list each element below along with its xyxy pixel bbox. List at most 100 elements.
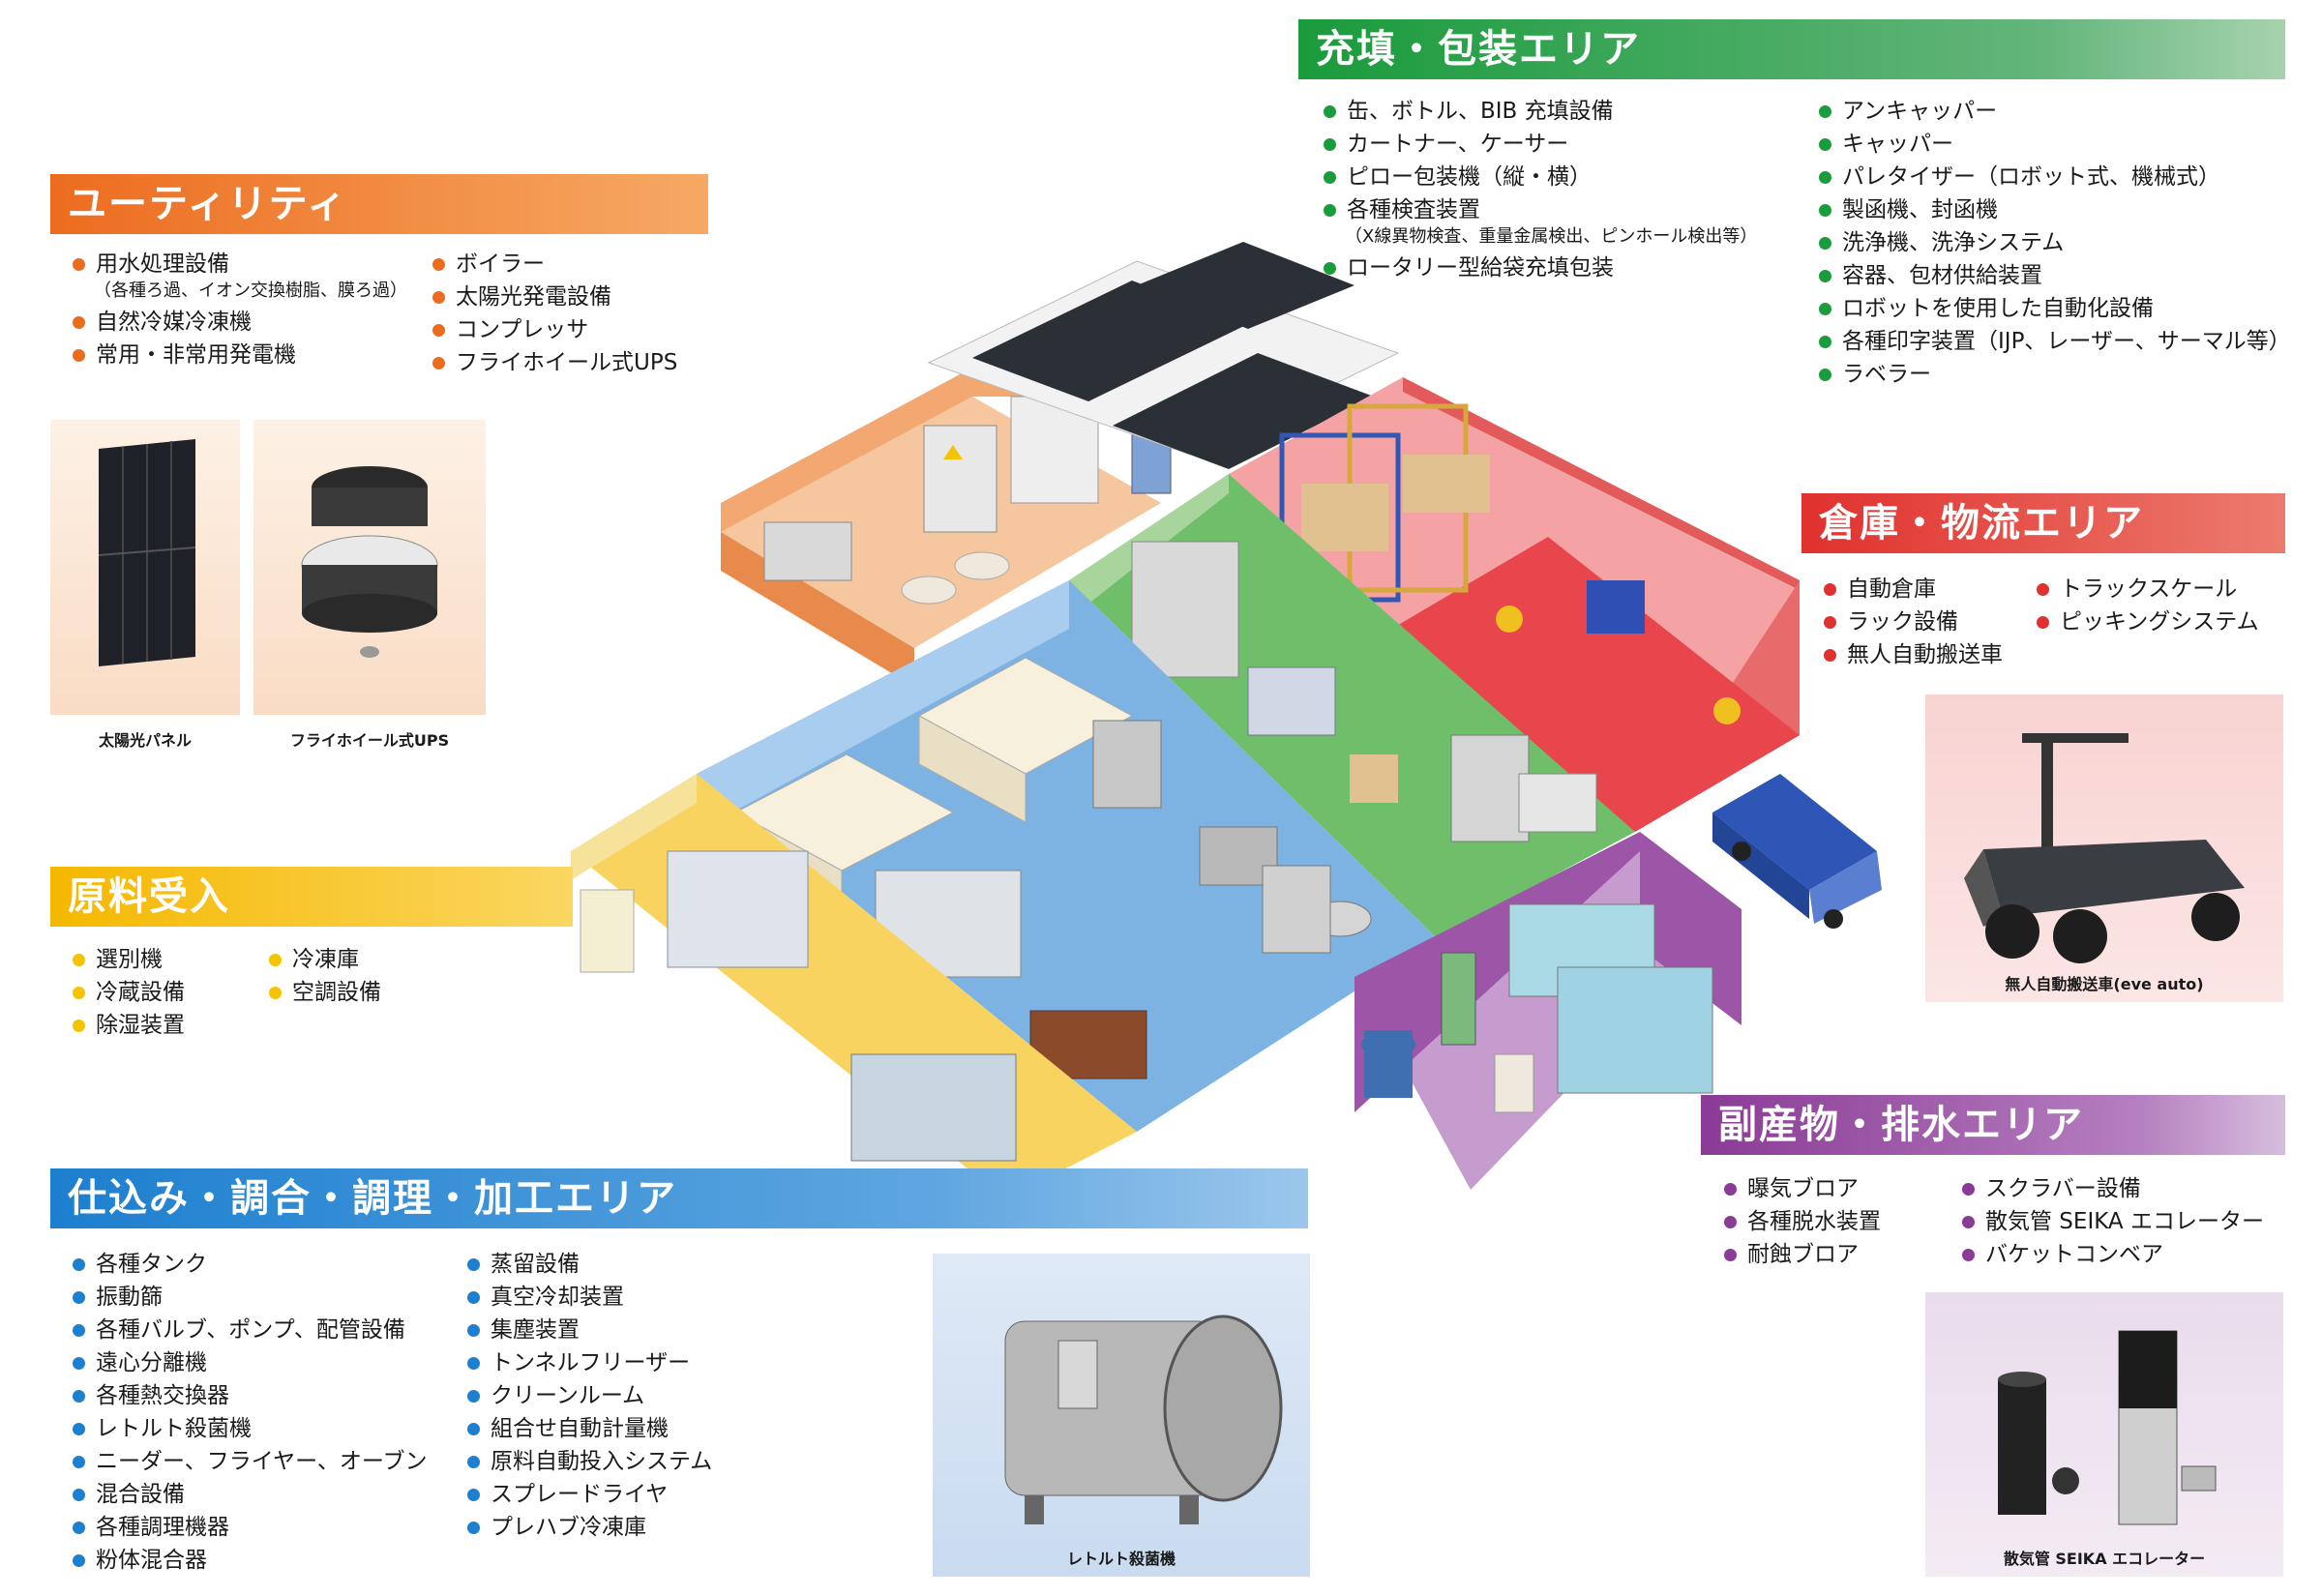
utility-room	[721, 368, 1238, 687]
list-item: コンプレッサ	[432, 313, 677, 346]
list-item: 真空冷却装置	[467, 1281, 712, 1314]
list-item: 常用・非常用発電機	[73, 339, 407, 371]
list-item: 除湿装置	[73, 1009, 185, 1042]
list-item: 冷蔵設備	[73, 976, 185, 1009]
agv-caption: 無人自動搬送車(eve auto)	[2005, 975, 2204, 993]
raw-header: 原料受入	[50, 867, 573, 927]
list-item: 集塵装置	[467, 1314, 712, 1346]
list-item: スプレードライヤ	[467, 1478, 712, 1511]
process-title: 仕込み・調合・調理・加工エリア	[68, 1176, 677, 1221]
list-item: キャッパー	[1819, 128, 2291, 161]
warehouse-floor	[1229, 377, 1800, 832]
list-item: ラベラー	[1819, 358, 2291, 391]
list-item: 各種熱交換器	[73, 1379, 427, 1412]
list-item: 各種調理機器	[73, 1511, 427, 1544]
list-item: 各種タンク	[73, 1248, 427, 1281]
list-item: フライホイール式UPS	[432, 346, 677, 379]
solar-roof	[927, 242, 1400, 469]
process-header: 仕込み・調合・調理・加工エリア	[50, 1168, 1308, 1228]
list-item: 製函機、封函機	[1819, 193, 2291, 226]
list-item-note: （各種ろ過、イオン交換樹脂、膜ろ過）	[94, 281, 407, 301]
filling-list-right: アンキャッパー キャッパー パレタイザー（ロボット式、機械式） 製函機、封函機 …	[1819, 95, 2291, 391]
solar-panel-caption: 太陽光パネル	[98, 731, 192, 750]
raw-list-right: 冷凍庫 空調設備	[269, 943, 381, 1009]
list-item: クリーンルーム	[467, 1379, 712, 1412]
list-item: 組合せ自動計量機	[467, 1412, 712, 1445]
list-item: 蒸留設備	[467, 1248, 712, 1281]
list-item: プレハブ冷凍庫	[467, 1511, 712, 1544]
list-item: トラックスケール	[2037, 573, 2259, 606]
solar-panel-photo	[50, 420, 240, 715]
process-list-right: 蒸留設備 真空冷却装置 集塵装置 トンネルフリーザー クリーンルーム 組合せ自動…	[467, 1248, 712, 1544]
waste-list-left: 曝気ブロア 各種脱水装置 耐蝕ブロア	[1724, 1172, 1881, 1271]
list-item: 太陽光発電設備	[432, 281, 677, 313]
list-item: ピロー包装機（縦・横）	[1324, 161, 1757, 193]
filling-header: 充填・包装エリア	[1298, 19, 2285, 79]
list-item: カートナー、ケーサー	[1324, 128, 1757, 161]
retort-caption: レトルト殺菌機	[1066, 1550, 1176, 1568]
filling-list-left: 缶、ボトル、BIB 充填設備 カートナー、ケーサー ピロー包装機（縦・横） 各種…	[1324, 95, 1757, 284]
list-item: ロータリー型給袋充填包装	[1324, 251, 1757, 284]
list-item-note: （X線異物検査、重量金属検出、ピンホール検出等）	[1345, 226, 1758, 247]
waste-header: 副産物・排水エリア	[1701, 1095, 2285, 1155]
list-item: ラック設備	[1824, 606, 2003, 638]
list-item: パレタイザー（ロボット式、機械式）	[1819, 161, 2291, 193]
solar-panel-image	[98, 439, 196, 666]
raw-title: 原料受入	[68, 874, 230, 919]
raw-list-left: 選別機 冷蔵設備 除湿装置	[73, 943, 185, 1042]
list-item: 耐蝕ブロア	[1724, 1238, 1881, 1271]
process-floor	[697, 580, 1437, 1132]
list-item: ピッキングシステム	[2037, 606, 2259, 638]
list-item: 洗浄機、洗浄システム	[1819, 226, 2291, 259]
list-item: 用水処理設備（各種ろ過、イオン交換樹脂、膜ろ過）	[73, 248, 407, 302]
raw-floor	[571, 774, 1137, 1199]
list-item: 選別機	[73, 943, 185, 976]
list-item: 缶、ボトル、BIB 充填設備	[1324, 95, 1757, 128]
list-item: 原料自動投入システム	[467, 1445, 712, 1478]
list-item: スクラバー設備	[1962, 1172, 2264, 1205]
agv-photo	[1925, 695, 2283, 1002]
seika-image	[1998, 1330, 2217, 1525]
seika-caption: 散気管 SEIKA エコレーター	[2003, 1550, 2206, 1568]
filling-title: 充填・包装エリア	[1316, 27, 1641, 72]
flywheel-ups-photo	[253, 420, 486, 715]
list-item: 曝気ブロア	[1724, 1172, 1881, 1205]
list-item: 散気管 SEIKA エコレーター	[1962, 1205, 2264, 1238]
list-item: バケットコンベア	[1962, 1238, 2264, 1271]
list-item: 無人自動搬送車	[1824, 638, 2003, 671]
list-item: ロボットを使用した自動化設備	[1819, 292, 2291, 325]
list-item: 各種バルブ、ポンプ、配管設備	[73, 1314, 427, 1346]
seika-photo	[1925, 1292, 2283, 1577]
retort-photo	[933, 1254, 1310, 1577]
utility-title: ユーティリティ	[68, 182, 348, 226]
utility-list-left: 用水処理設備（各種ろ過、イオン交換樹脂、膜ろ過） 自然冷媒冷凍機 常用・非常用発…	[73, 248, 407, 371]
list-item: 冷凍庫	[269, 943, 381, 976]
list-item: ボイラー	[432, 248, 677, 281]
utility-header: ユーティリティ	[50, 174, 708, 234]
filling-floor	[1069, 474, 1635, 938]
agv-image	[1964, 733, 2245, 963]
list-item: 各種印字装置（IJP、レーザー、サーマル等）	[1819, 325, 2291, 358]
list-item: 空調設備	[269, 976, 381, 1009]
list-item: ニーダー、フライヤー、オーブン	[73, 1445, 427, 1478]
list-item: 粉体混合器	[73, 1544, 427, 1577]
flywheel-ups-caption: フライホイール式UPS	[289, 731, 450, 750]
waste-floor	[1354, 832, 1742, 1190]
list-item: 各種脱水装置	[1724, 1205, 1881, 1238]
list-item: レトルト殺菌機	[73, 1412, 427, 1445]
waste-title: 副産物・排水エリア	[1718, 1103, 2084, 1147]
list-item: 遠心分離機	[73, 1346, 427, 1379]
flywheel-ups-image	[301, 466, 438, 658]
list-item: 混合設備	[73, 1478, 427, 1511]
truck-illustration	[1712, 774, 1882, 929]
list-item: 各種検査装置（X線異物検査、重量金属検出、ピンホール検出等）	[1324, 193, 1757, 248]
process-list-left: 各種タンク 振動篩 各種バルブ、ポンプ、配管設備 遠心分離機 各種熱交換器 レト…	[73, 1248, 427, 1577]
warehouse-header: 倉庫・物流エリア	[1801, 493, 2285, 553]
list-item: 自然冷媒冷凍機	[73, 306, 407, 339]
warehouse-list-right: トラックスケール ピッキングシステム	[2037, 573, 2259, 638]
list-item: トンネルフリーザー	[467, 1346, 712, 1379]
list-item: 自動倉庫	[1824, 573, 2003, 606]
list-item: アンキャッパー	[1819, 95, 2291, 128]
warehouse-list-left: 自動倉庫 ラック設備 無人自動搬送車	[1824, 573, 2003, 671]
